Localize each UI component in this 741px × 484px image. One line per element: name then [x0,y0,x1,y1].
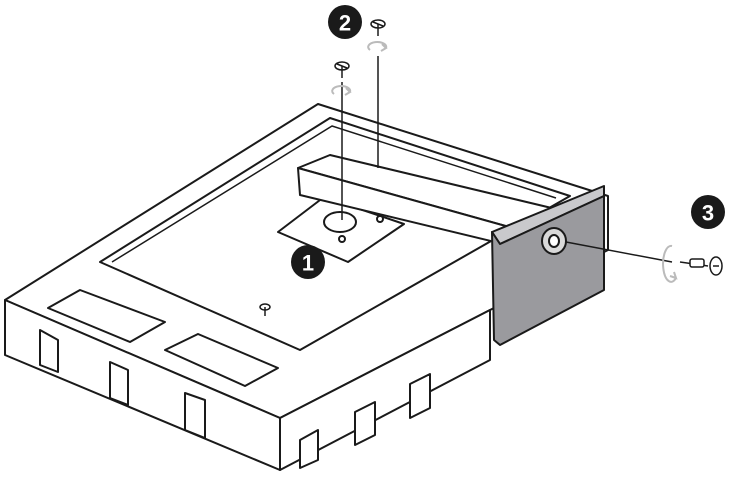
foam-pocket-left [47,289,166,343]
screw-icon [370,19,386,36]
step-3-number: 3 [702,201,714,226]
foam-pocket-right [164,333,279,387]
foam-feet-left [39,329,206,439]
step-badge-1: 1 [291,245,325,279]
step-badge-2: 2 [328,5,362,39]
screw-icon [334,61,350,78]
foam-right-face [279,309,491,471]
step-2-number: 2 [339,11,351,36]
step-badge-3: 3 [691,195,725,229]
rotate-arrow-icon [367,41,388,52]
stand-base [491,185,605,346]
monitor-rear-screw [259,303,271,316]
rotate-arrow-icon [662,244,678,283]
foam-feet-right [299,373,431,469]
step-1-number: 1 [302,251,314,276]
rotate-arrow-icon [331,85,352,96]
mounting-plate [277,196,405,263]
screw-icon [679,256,723,276]
screw-leader-lines [341,56,673,263]
